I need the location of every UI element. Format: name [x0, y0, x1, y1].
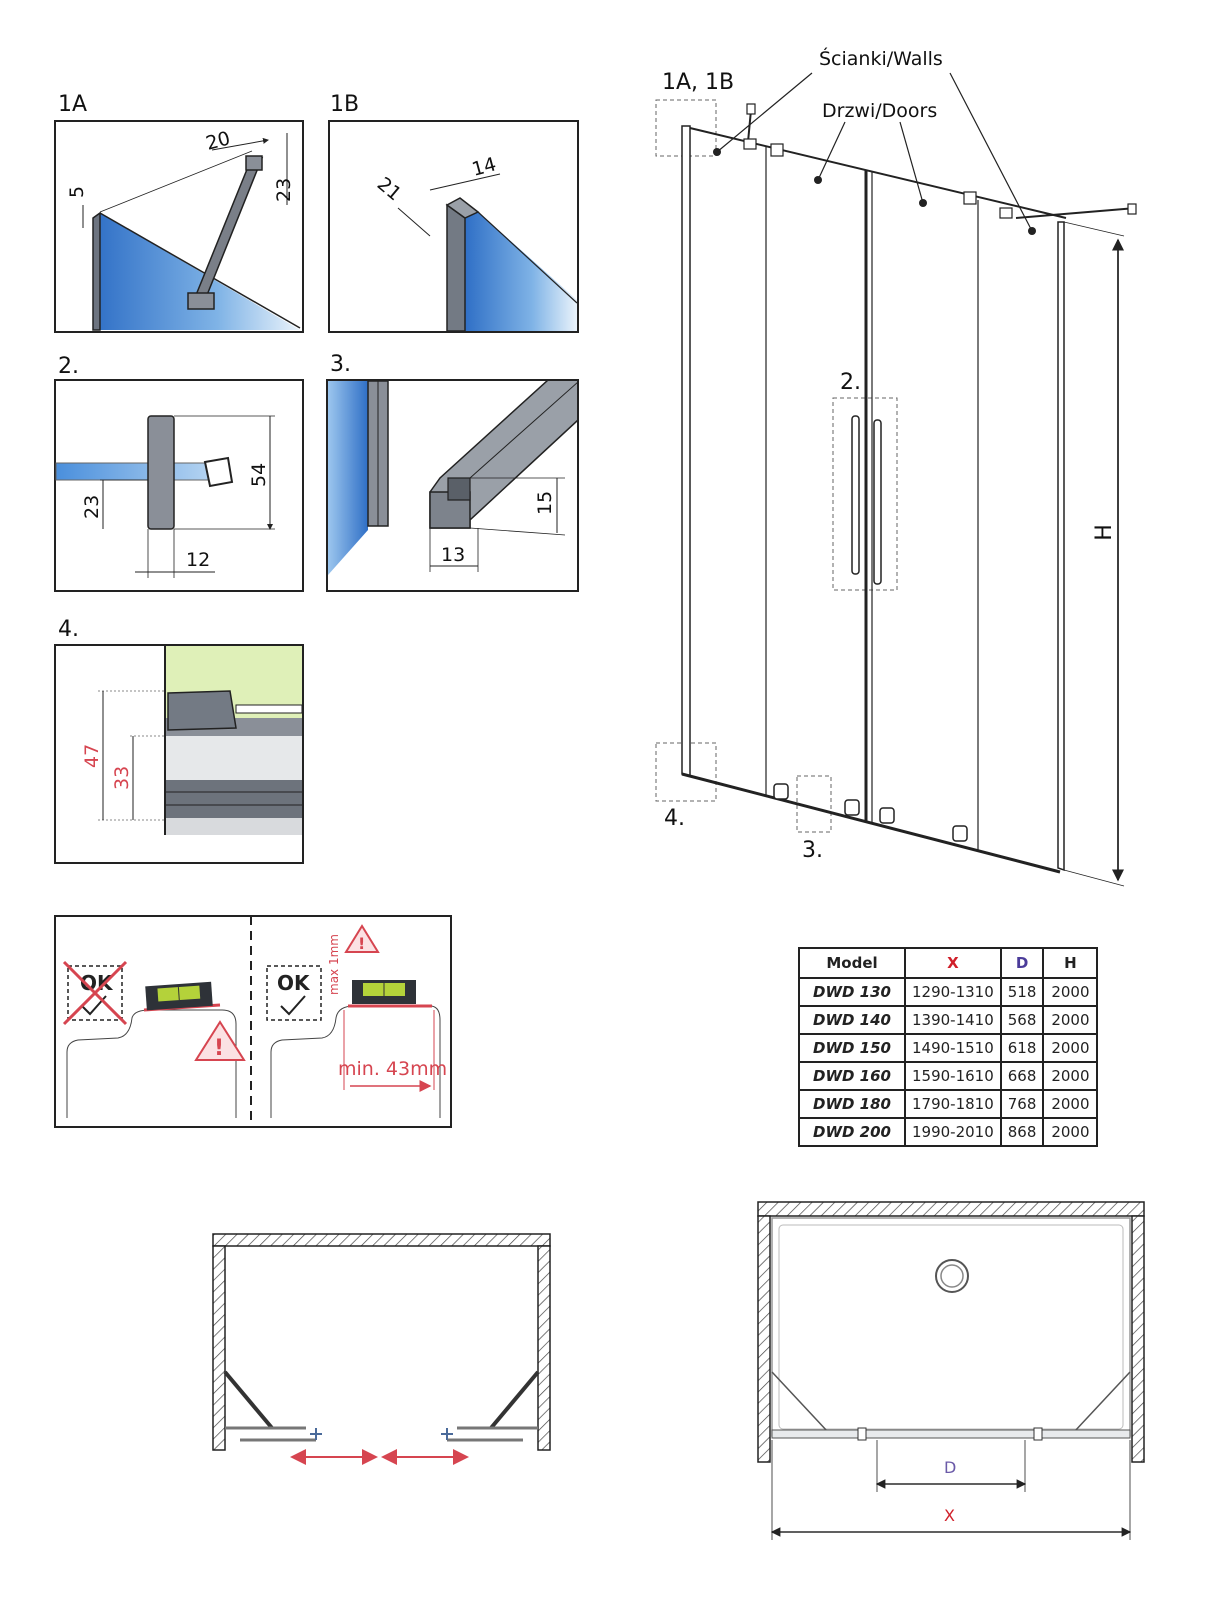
cell-model: DWD 180 [798, 1089, 906, 1119]
cell-model: DWD 200 [798, 1117, 906, 1147]
cell-h: 2000 [1042, 977, 1099, 1007]
height-label: H [1091, 524, 1117, 541]
cell-h: 2000 [1042, 1033, 1099, 1063]
header-model: Model [798, 947, 906, 979]
detail-1a-box: 20 5 23 [54, 120, 304, 333]
min-43mm-label: min. 43mm [338, 1058, 447, 1080]
detail-2-label: 2. [58, 354, 79, 379]
spirit-level-good [352, 980, 416, 1004]
detail-1b-box: 14 21 [328, 120, 579, 333]
dim-2-23: 23 [81, 495, 103, 519]
dim-1a-23: 23 [273, 178, 295, 202]
table-row: DWD 150 1490-1510 618 2000 [798, 1033, 1099, 1063]
ref-1a1b-label: 1A, 1B [662, 70, 735, 95]
detail-2-box: 54 23 12 [54, 379, 304, 592]
cell-x: 1490-1510 [904, 1033, 1002, 1063]
cell-model: DWD 130 [798, 977, 906, 1007]
cell-h: 2000 [1042, 1089, 1099, 1119]
plan-sliding [212, 1233, 551, 1465]
plan-d-label: D [944, 1458, 957, 1477]
dim-1a-5: 5 [66, 186, 88, 198]
cell-d: 668 [999, 1061, 1045, 1091]
plan-dimensions [757, 1201, 1145, 1540]
header-d: D [999, 947, 1045, 979]
table-row: DWD 200 1990-2010 868 2000 [798, 1117, 1099, 1147]
ref-3-label: 3. [802, 838, 823, 863]
dimension-table: Model X D H DWD 130 1290-1310 518 2000 D… [798, 947, 1099, 1147]
cell-d: 868 [999, 1117, 1045, 1147]
detail-3-label: 3. [330, 352, 351, 377]
dim-4-33: 33 [111, 766, 133, 790]
ref-2-label: 2. [840, 370, 861, 395]
dim-3-15: 15 [534, 491, 556, 515]
cell-x: 1590-1610 [904, 1061, 1002, 1091]
cell-h: 2000 [1042, 1117, 1099, 1147]
cell-x: 1790-1810 [904, 1089, 1002, 1119]
cell-x: 1390-1410 [904, 1005, 1002, 1035]
cell-x: 1990-2010 [904, 1117, 1002, 1147]
spirit-level-bad [145, 981, 213, 1011]
callout-doors: Drzwi/Doors [822, 100, 938, 122]
cell-d: 518 [999, 977, 1045, 1007]
header-h: H [1042, 947, 1099, 979]
detail-3-box: 15 13 [326, 379, 579, 592]
svg-text:!: ! [358, 934, 365, 953]
ref-box-3 [796, 775, 832, 833]
level-panel: OK ! OK ! max 1mm min. 43mm [54, 915, 452, 1128]
dim-2-12: 12 [186, 549, 210, 571]
cell-h: 2000 [1042, 1005, 1099, 1035]
table-row: DWD 160 1590-1610 668 2000 [798, 1061, 1099, 1091]
cell-d: 568 [999, 1005, 1045, 1035]
dim-3-13: 13 [441, 544, 465, 566]
svg-text:!: ! [214, 1036, 224, 1061]
header-x: X [904, 947, 1002, 979]
ref-box-1a1b [655, 99, 717, 157]
detail-4-label: 4. [58, 617, 79, 642]
cell-model: DWD 140 [798, 1005, 906, 1035]
table-row: DWD 180 1790-1810 768 2000 [798, 1089, 1099, 1119]
callout-walls: Ścianki/Walls [819, 48, 943, 70]
table-row: DWD 140 1390-1410 568 2000 [798, 1005, 1099, 1035]
dim-2-54: 54 [248, 463, 270, 487]
plan-x-label: X [944, 1506, 955, 1525]
cell-d: 768 [999, 1089, 1045, 1119]
detail-4-box: 47 33 [54, 644, 304, 864]
table-header-row: Model X D H [798, 947, 1099, 979]
cell-d: 618 [999, 1033, 1045, 1063]
ok-right-text: OK [277, 971, 311, 995]
max-1mm-label: max 1mm [327, 934, 341, 995]
detail-1a-label: 1A [58, 92, 88, 117]
cell-x: 1290-1310 [904, 977, 1002, 1007]
cell-h: 2000 [1042, 1061, 1099, 1091]
warning-icon [194, 1020, 246, 1061]
dim-4-47: 47 [81, 744, 103, 768]
table-row: DWD 130 1290-1310 518 2000 [798, 977, 1099, 1007]
cell-model: DWD 150 [798, 1033, 906, 1063]
caution-icon [344, 924, 380, 953]
detail-1b-label: 1B [330, 92, 360, 117]
cell-model: DWD 160 [798, 1061, 906, 1091]
ref-4-label: 4. [664, 806, 685, 831]
main-elevation [655, 72, 1137, 887]
